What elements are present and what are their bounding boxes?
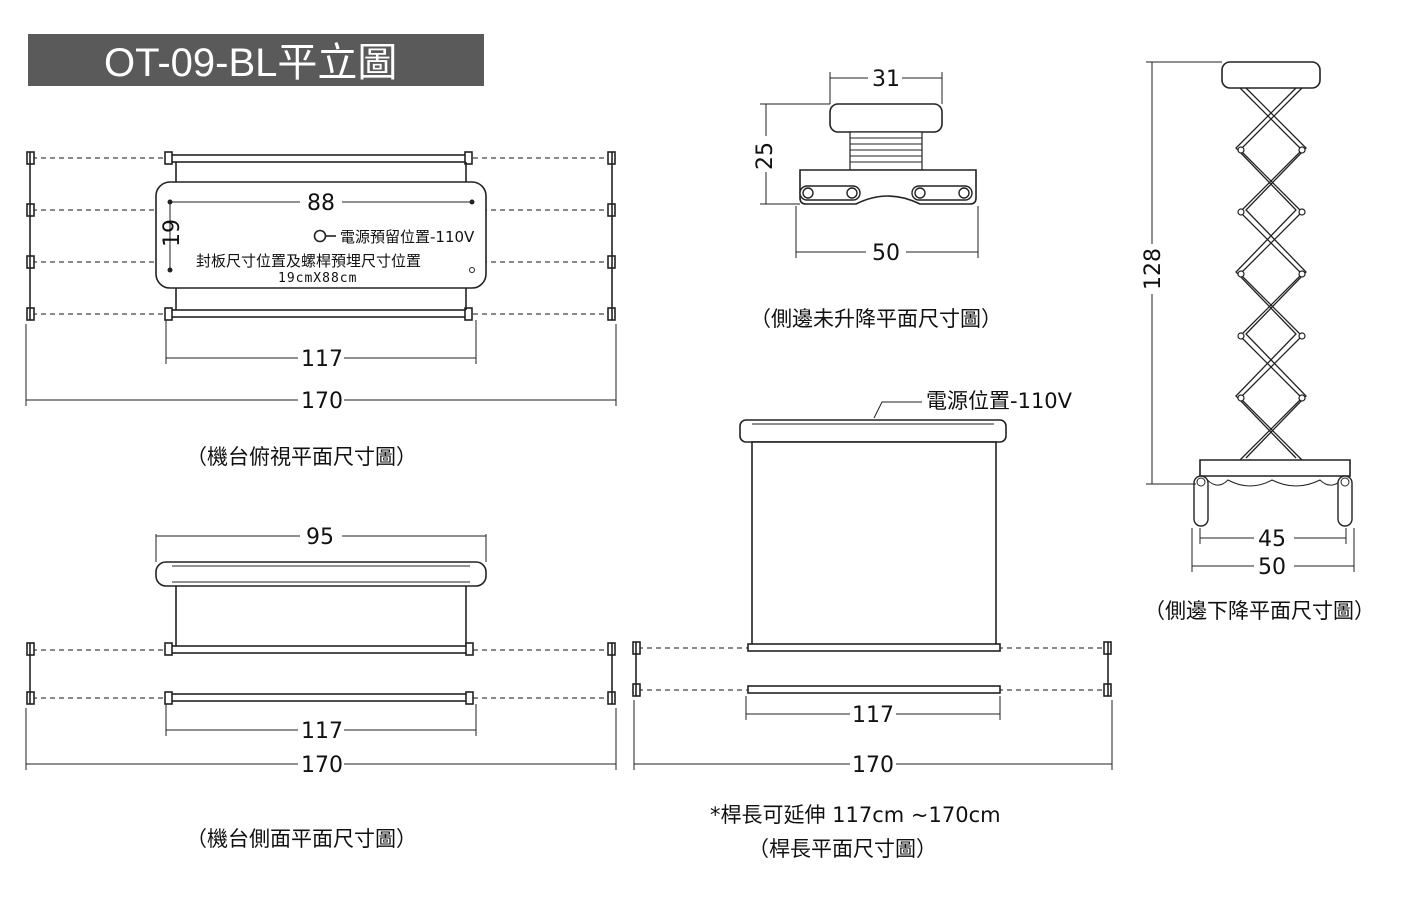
lowered-height-label: 128 [1141, 248, 1166, 290]
title-text: OT-09-BL平立圖 [104, 41, 397, 85]
panel-width-label: 88 [307, 191, 335, 216]
side-view: 95 117 170 （機台側面平面尺寸圖） [25, 524, 617, 851]
lowered-outer-width-label: 50 [1258, 555, 1286, 580]
side-unraised-caption: （側邊未升降平面尺寸圖） [750, 307, 1002, 331]
side-lowered-caption: （側邊下降平面尺寸圖） [1144, 599, 1375, 623]
title-banner: OT-09-BL平立圖 [28, 34, 484, 86]
side-inner-width-label: 117 [301, 719, 343, 744]
machine-housing [155, 561, 487, 587]
inner-width-label: 117 [301, 347, 343, 372]
rod-view-caption: （桿長平面尺寸圖） [748, 837, 937, 861]
top-view: 88 19 電源預留位置-110V 封板尺寸位置及螺桿預埋尺寸位置 19cmX8… [25, 151, 617, 469]
panel-height-label: 19 [160, 219, 185, 247]
side-outer-width-label: 170 [301, 753, 343, 778]
top-width-label: 95 [306, 525, 334, 550]
plug-icon [313, 229, 336, 243]
side-view-caption: （機台側面平面尺寸圖） [186, 827, 417, 851]
unraised-top-width-label: 31 [872, 67, 900, 92]
power-location-label: 電源位置-110V [926, 389, 1073, 413]
end-pegs-left [26, 151, 173, 321]
pulley-left [799, 185, 861, 201]
lowered-inner-width-label: 45 [1258, 527, 1286, 552]
pulley-right [911, 185, 973, 201]
power-reserve-note: 電源預留位置-110V [340, 228, 475, 246]
rod-length-view: 電源位置-110V 117 170 *桿長可延伸 117cm ~170cm （桿… [632, 389, 1113, 861]
rod-max-length-label: 170 [852, 753, 894, 778]
panel-size-note: 19cmX88cm [278, 271, 357, 286]
mount-panel [155, 181, 487, 289]
fabric-panel [751, 441, 997, 649]
rod-extension-note: *桿長可延伸 117cm ~170cm [710, 803, 1001, 827]
top-view-caption: （機台俯視平面尺寸圖） [186, 445, 417, 469]
rod-min-length-label: 117 [852, 703, 894, 728]
side-unraised-view: 31 25 [750, 66, 1002, 331]
side-lowered-view: 128 45 50 （側邊下降平面尺寸圖） [1138, 61, 1375, 623]
rod-1 [169, 154, 469, 163]
scissor-lift [1235, 87, 1307, 461]
title-background [28, 34, 484, 86]
unraised-base-width-label: 50 [872, 241, 900, 266]
rod-4 [169, 309, 469, 318]
panel-position-note: 封板尺寸位置及螺桿預埋尺寸位置 [196, 252, 421, 270]
end-pegs-right [464, 151, 616, 321]
unraised-height-label: 25 [753, 142, 778, 170]
outer-width-label: 170 [301, 389, 343, 414]
